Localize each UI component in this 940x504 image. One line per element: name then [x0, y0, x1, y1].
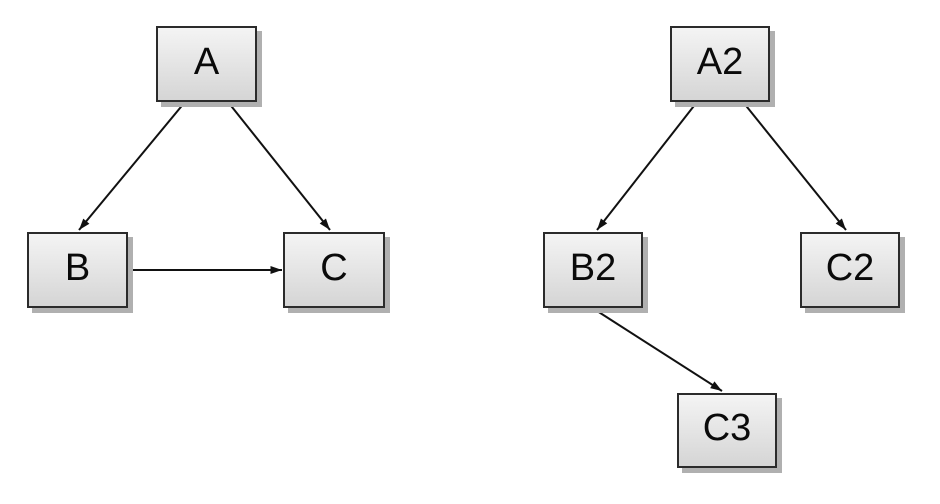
edge-B2-C3	[593, 308, 723, 392]
edge-A-C	[227, 101, 331, 231]
edge-A2-B2	[596, 101, 698, 231]
edges-group	[78, 101, 847, 392]
node-A: A	[156, 26, 257, 102]
node-label-B: B	[64, 246, 91, 289]
node-B2: B2	[543, 232, 643, 308]
node-label-B2: B2	[569, 246, 617, 289]
node-A2: A2	[670, 26, 770, 102]
node-label-C2: C2	[825, 246, 875, 289]
node-label-A: A	[193, 40, 220, 83]
node-C3: C3	[677, 393, 777, 468]
node-B: B	[27, 232, 128, 308]
node-C: C	[283, 232, 385, 308]
node-label-C3: C3	[702, 407, 752, 449]
node-label-C: C	[320, 246, 348, 289]
node-label-A2: A2	[696, 40, 744, 83]
edge-A2-C2	[742, 101, 847, 231]
node-C2: C2	[800, 232, 900, 308]
edge-A-B	[78, 101, 186, 231]
